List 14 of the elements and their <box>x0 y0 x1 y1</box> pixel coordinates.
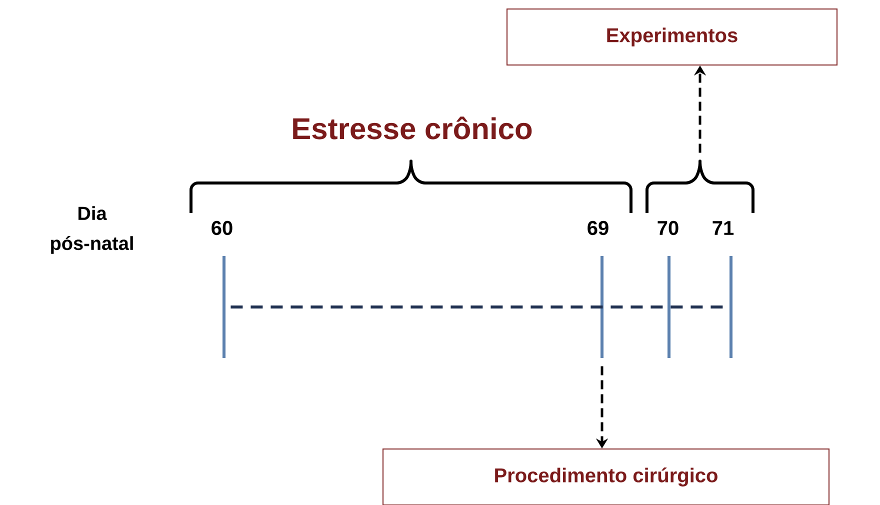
tick-mark <box>730 256 732 358</box>
section-title: Estresse crônico <box>293 116 532 140</box>
brace <box>190 162 632 213</box>
day-number: 69 <box>588 220 608 236</box>
day-number: 70 <box>658 220 678 236</box>
text-box: Experimentos <box>506 8 838 66</box>
tick-mark <box>222 256 226 358</box>
tick-mark <box>600 256 604 358</box>
day-number: 60 <box>212 220 232 236</box>
text-box: Procedimento cirúrgico <box>382 448 830 505</box>
day-number: 71 <box>712 221 734 235</box>
brace <box>646 162 754 213</box>
axis-label: Dia pós-natal <box>51 206 133 254</box>
tick-mark <box>668 256 670 358</box>
